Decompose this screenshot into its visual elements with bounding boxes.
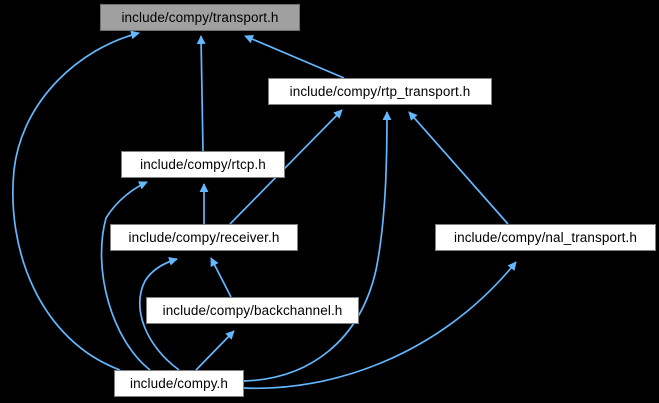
edge-compy-to-transport bbox=[12, 30, 140, 371]
node-compy-label: include/compy.h bbox=[129, 375, 229, 391]
edge-backchannel-to-receiver bbox=[210, 257, 232, 298]
node-backchannel[interactable]: include/compy/backchannel.h bbox=[146, 297, 359, 324]
node-transport-label: include/compy/transport.h bbox=[121, 9, 279, 25]
node-receiver-label: include/compy/receiver.h bbox=[128, 229, 280, 245]
edge-rtptransport-to-transport bbox=[244, 35, 345, 79]
edge-compy-to-receiver bbox=[138, 257, 180, 371]
edge-compy-to-naltransport bbox=[243, 261, 517, 390]
node-nal-transport[interactable]: include/compy/nal_transport.h bbox=[435, 224, 656, 251]
edge-naltransport-to-rtptransport bbox=[408, 111, 509, 225]
node-rtcp[interactable]: include/compy/rtcp.h bbox=[121, 151, 285, 178]
edge-rtcp-to-transport bbox=[196, 35, 206, 152]
node-transport[interactable]: include/compy/transport.h bbox=[100, 4, 300, 31]
node-rtp-transport-label: include/compy/rtp_transport.h bbox=[289, 83, 471, 99]
node-rtp-transport[interactable]: include/compy/rtp_transport.h bbox=[268, 78, 492, 105]
edge-compy-to-rtcp bbox=[100, 181, 151, 371]
node-receiver[interactable]: include/compy/receiver.h bbox=[110, 224, 298, 251]
node-nal-transport-label: include/compy/nal_transport.h bbox=[453, 229, 637, 245]
node-backchannel-label: include/compy/backchannel.h bbox=[162, 302, 343, 318]
edge-receiver-to-rtptransport bbox=[229, 109, 343, 225]
edge-compy-to-backchannel bbox=[195, 330, 235, 371]
node-compy[interactable]: include/compy.h bbox=[114, 370, 244, 397]
node-rtcp-label: include/compy/rtcp.h bbox=[140, 156, 266, 172]
edge-compy-to-rtptransport bbox=[243, 111, 392, 382]
